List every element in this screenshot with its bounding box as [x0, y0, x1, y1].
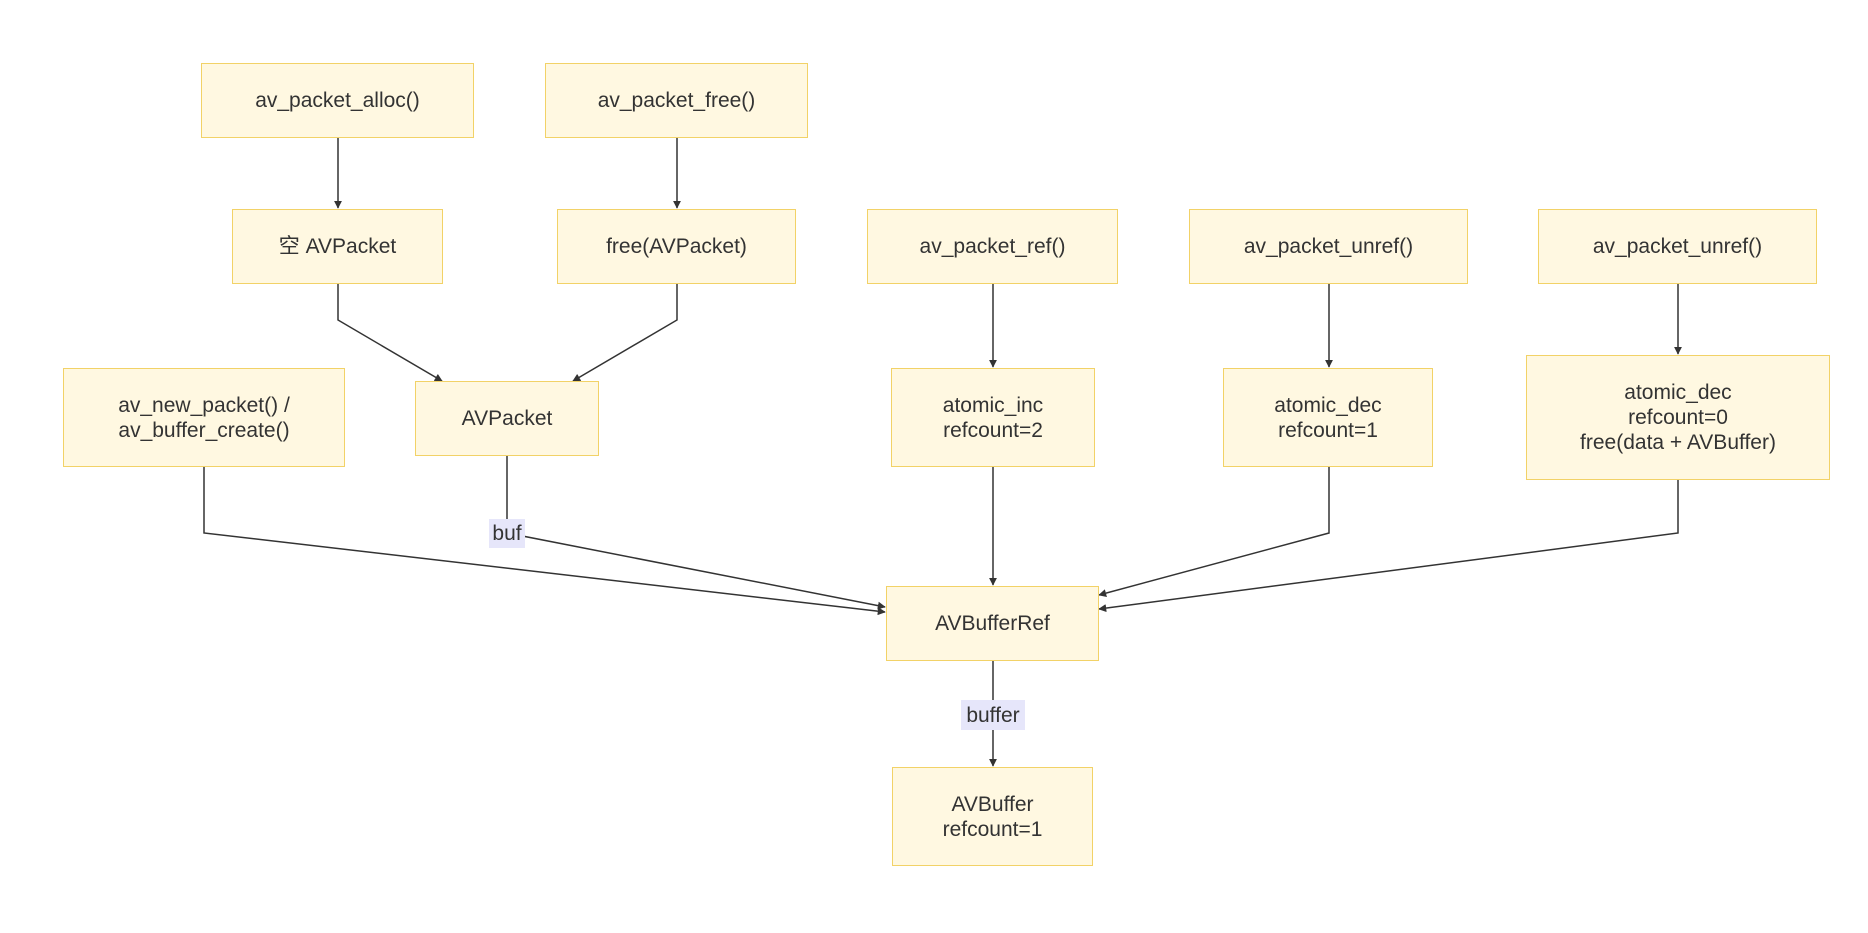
node-free-avpacket: free(AVPacket): [557, 209, 796, 284]
edge-avpacket-buf-to-bufferref: [506, 455, 886, 610]
edge-atomic-dec1-to-bufferref: [1098, 467, 1330, 597]
node-avbuffer: AVBuffer refcount=1: [892, 767, 1093, 866]
edge-label-buf: buf: [489, 519, 525, 548]
node-atomic-dec-refcount-0: atomic_dec refcount=0 free(data + AVBuff…: [1526, 355, 1830, 480]
node-av-packet-unref-2: av_packet_unref(): [1538, 209, 1817, 284]
node-avbufferref: AVBufferRef: [886, 586, 1099, 661]
node-av-packet-alloc: av_packet_alloc(): [201, 63, 474, 138]
edge-label-buffer: buffer: [961, 700, 1025, 730]
edge-empty-packet-to-avpacket: [337, 284, 443, 382]
node-av-packet-free: av_packet_free(): [545, 63, 808, 138]
node-empty-avpacket: 空 AVPacket: [232, 209, 443, 284]
edge-new-packet-to-bufferref: [203, 467, 886, 616]
edge-atomic-dec0-to-bufferref: [1098, 480, 1679, 613]
node-av-packet-ref: av_packet_ref(): [867, 209, 1118, 284]
node-atomic-inc: atomic_inc refcount=2: [891, 368, 1095, 467]
node-av-new-packet: av_new_packet() / av_buffer_create(): [63, 368, 345, 467]
node-atomic-dec-refcount-1: atomic_dec refcount=1: [1223, 368, 1433, 467]
node-av-packet-unref-1: av_packet_unref(): [1189, 209, 1468, 284]
node-avpacket: AVPacket: [415, 381, 599, 456]
edge-free-packet-to-avpacket: [572, 284, 678, 382]
